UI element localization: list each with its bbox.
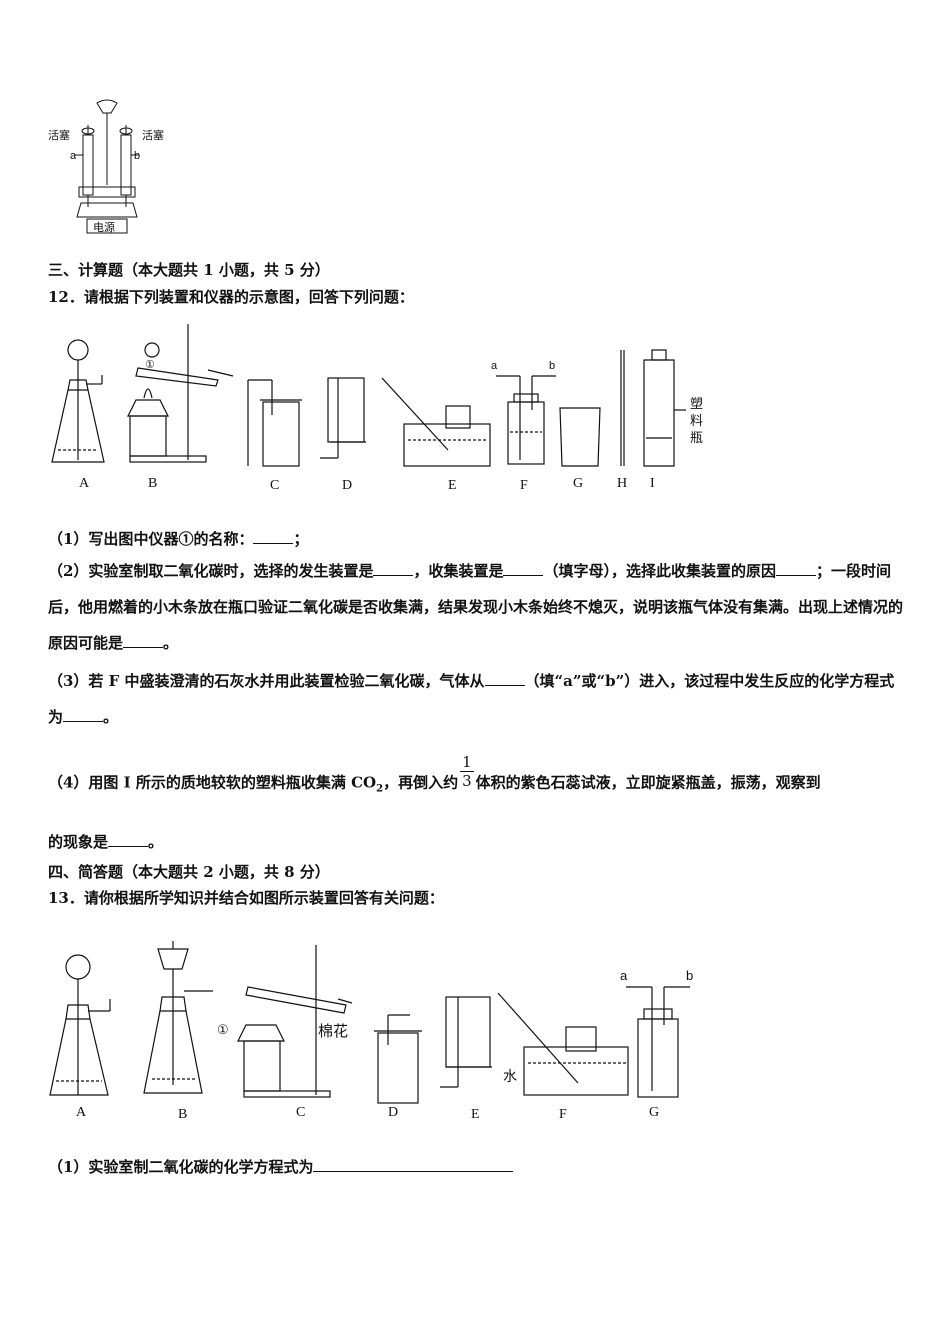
q12-label-e: E [448,478,457,493]
q12-part-4-end: 。 [148,833,164,851]
stopcock-label-right: 活塞 [142,130,164,142]
answer-blank[interactable] [313,1155,514,1172]
answer-blank[interactable] [775,559,816,576]
co2-subscript: 2 [376,783,384,795]
answer-blank[interactable] [108,830,149,847]
q12-part-1-end: ； [293,530,309,548]
q12-fig-label-b: b [549,360,556,372]
q12-fig-label-a: a [491,360,498,372]
q13-fig-label-a: a [620,968,628,983]
q12-label-d: D [342,478,353,493]
q12-part-4-text-b: ，再倒入约 [383,773,459,792]
q12-part-3: （3）若 F 中盛装澄清的石灰水并用此装置检验二氧化碳，气体从（填“a”或“b”… [48,663,908,735]
q12-part-4-text-c: 体积的紫色石蕊试液，立即旋紧瓶盖，振荡，观察到 [475,773,821,792]
q13-label-c: C [296,1105,306,1120]
q12-apparatus-drawing [51,324,686,467]
electrode-label-a: a [70,150,77,162]
fraction-numerator: 1 [460,753,474,772]
q13-label-g: G [649,1105,660,1120]
q12-part-1: （1）写出图中仪器①的名称： ； [48,527,308,549]
q12-circle-1-label: ① [145,359,155,371]
q12-label-i: I [650,476,655,491]
answer-blank[interactable] [484,669,525,686]
plastic-bottle-label: 塑 料 瓶 [690,395,703,446]
q12-part-1-text: （1）写出图中仪器①的名称： [48,530,254,548]
q13-label-f: F [559,1107,567,1122]
q13-label-b: B [178,1107,188,1122]
q12-part-3-text-b: （填“a”或“b”）进入，该过程中发生反应的化学方程式为 [48,672,895,726]
section-4-heading: 四、简答题（本大题共 2 小题，共 8 分） [48,863,330,881]
q13-part-1-text: （1）实验室制二氧化碳的化学方程式为 [48,1158,314,1176]
q13-apparatus-drawing [49,941,690,1104]
q12-label-b: B [148,476,158,491]
q12-label-c: C [270,478,280,493]
power-supply-label: 电源 [93,222,115,234]
q12-part-2-text-b: ，收集装置是 [413,562,504,580]
q12-part-4-cont: 的现象是 。 [48,830,163,852]
q13-label-a: A [76,1105,87,1120]
q13-label-e: E [471,1107,480,1122]
q12-part-2-end: 。 [163,634,179,652]
answer-blank[interactable] [503,559,544,576]
q13-circle-1-label: ① [217,1022,229,1037]
answer-blank[interactable] [123,631,164,648]
stopcock-label-left: 活塞 [48,130,70,142]
water-label: 水 [503,1069,517,1085]
q13-label-d: D [388,1105,399,1120]
answer-blank[interactable] [253,527,294,544]
q13-fig-label-b: b [686,968,694,983]
q12-label-h: H [617,476,628,491]
q13-part-1: （1）实验室制二氧化碳的化学方程式为 [48,1155,514,1177]
section-3-heading: 三、计算题（本大题共 1 小题，共 5 分） [48,261,330,279]
question-13-title: 13．请你根据所学知识并结合如图所示装置回答有关问题： [48,889,444,907]
q12-part-2-text-a: （2）实验室制取二氧化碳时，选择的发生装置是 [48,562,374,580]
fraction-denominator: 3 [462,772,472,790]
q12-part-2: （2）实验室制取二氧化碳时，选择的发生装置是 ，收集装置是 （填字母），选择此收集装… [48,553,908,661]
question-12-title: 12．请根据下列装置和仪器的示意图，回答下列问题： [48,288,414,306]
q12-part-4-text-a: （4）用图 I 所示的质地较软的塑料瓶收集满 CO [48,773,377,792]
q12-part-2-text-c: （填字母），选择此收集装置的原因 [543,562,776,580]
plastic-bottle-char-1: 塑 [690,396,704,411]
q12-part-4-text-d: 的现象是 [48,833,109,851]
answer-blank[interactable] [373,559,414,576]
plastic-bottle-char-2: 料 [690,413,704,428]
q12-label-g: G [573,476,584,491]
electrolysis-apparatus-drawing [75,99,139,234]
answer-blank[interactable] [63,705,104,722]
cotton-label: 棉花 [318,1022,349,1040]
q12-part-3-end: 。 [103,708,119,726]
q12-part-3-text-a: （3）若 F 中盛装澄清的石灰水并用此装置检验二氧化碳，气体从 [48,672,485,690]
plastic-bottle-char-3: 瓶 [690,430,704,445]
q12-label-a: A [79,476,90,491]
electrode-label-b: b [134,150,141,162]
q12-part-2-text-d: ；一段时间后，他用燃着的小木条放在瓶口验证二氧化碳是否收集满，结果发现小木条始终… [48,562,904,652]
q12-label-f: F [520,478,528,493]
